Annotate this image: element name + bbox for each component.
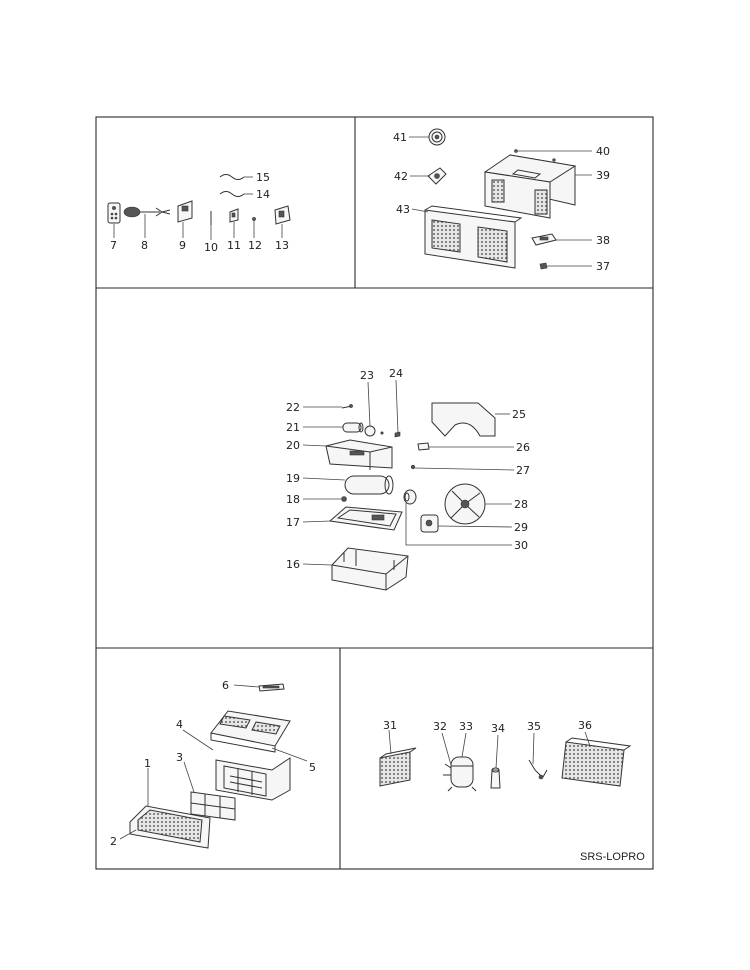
grille-frame-part [215,757,291,801]
callout-18: 18 [286,493,300,506]
top-panel-part [210,710,291,753]
power-cord-part [123,206,171,218]
screw-part-27 [410,464,416,470]
relay-part [229,208,239,223]
model-code-label: SRS-LOPRO [580,851,645,863]
evaporator-part [561,737,632,787]
callout-40: 40 [596,145,610,158]
callout-28: 28 [514,498,528,511]
compressor-part [443,756,477,792]
wire-part-14 [219,191,245,197]
motor-part-21 [342,422,364,433]
condenser-part [379,747,417,787]
callout-19: 19 [286,472,300,485]
air-filter-part [190,791,236,821]
bushing-part-23 [364,425,376,437]
callout-29: 29 [514,521,528,534]
control-housing-part [325,439,393,470]
fan-blade-part [444,483,486,525]
callout-42: 42 [394,170,408,183]
callout-11: 11 [227,239,241,252]
callout-41: 41 [393,131,407,144]
fan-motor-part [420,514,439,533]
callout-35: 35 [527,720,541,733]
callout-38: 38 [596,234,610,247]
mounting-plate-part [531,233,557,246]
callout-7: 7 [110,239,117,252]
clip-part-26 [417,442,430,451]
callout-9: 9 [179,239,186,252]
callout-16: 16 [286,558,300,571]
callout-4: 4 [176,718,183,731]
callout-33: 33 [459,720,473,733]
base-pan-part [331,547,409,591]
front-grille-part [129,805,211,849]
control-label-part [258,683,285,692]
callout-12: 12 [248,239,262,252]
callout-20: 20 [286,439,300,452]
callout-39: 39 [596,169,610,182]
panel-frames [95,116,654,870]
callout-37: 37 [596,260,610,273]
callout-23: 23 [360,369,374,382]
drain-tray-part [328,506,403,531]
callout-25: 25 [512,408,526,421]
screw-part-12 [252,217,256,221]
control-board-part [177,200,193,223]
callout-13: 13 [275,239,289,252]
callout-31: 31 [383,719,397,732]
clip-part-37 [539,262,548,270]
filter-cylinder-part [344,475,394,495]
panel-cabinet: 41 42 43 40 39 38 37 [393,128,610,273]
callout-36: 36 [578,719,592,732]
coil-part [428,128,446,146]
callout-17: 17 [286,516,300,529]
screw-part-40 [514,149,518,153]
callout-10: 10 [204,241,218,254]
callout-5: 5 [309,761,316,774]
callout-14: 14 [256,188,270,201]
callout-32: 32 [433,720,447,733]
callout-34: 34 [491,722,505,735]
capacitor-part [403,489,417,505]
callout-30: 30 [514,539,528,552]
remote-control-part [107,202,121,224]
front-frame-part [424,205,523,269]
callout-3: 3 [176,751,183,764]
callout-2: 2 [110,835,117,848]
callout-22: 22 [286,401,300,414]
pin-part-24 [394,431,401,438]
bracket-part [427,167,447,185]
callout-21: 21 [286,421,300,434]
callout-8: 8 [141,239,148,252]
cabinet-sleeve-part [483,154,577,219]
panel-controls: 7 8 9 10 11 12 13 14 15 [107,171,291,254]
callout-15: 15 [256,171,270,184]
callout-27: 27 [516,464,530,477]
switch-part [274,205,291,225]
callout-43: 43 [396,203,410,216]
panel-sealed-system: 31 32 33 34 35 36 SRS-LOPRO [379,719,645,863]
callout-26: 26 [516,441,530,454]
capillary-tube-part [528,759,548,780]
panel-front-grille: 6 4 5 3 1 2 [110,679,316,849]
ball-part-18 [341,496,347,502]
callout-6: 6 [222,679,229,692]
fan-shroud-part [431,402,496,437]
callout-1: 1 [144,757,151,770]
accumulator-part [490,767,501,789]
wire-part-15 [219,174,245,180]
panel-chassis: 22 21 23 24 20 19 18 17 16 25 26 27 28 2… [286,367,530,591]
callout-24: 24 [389,367,403,380]
